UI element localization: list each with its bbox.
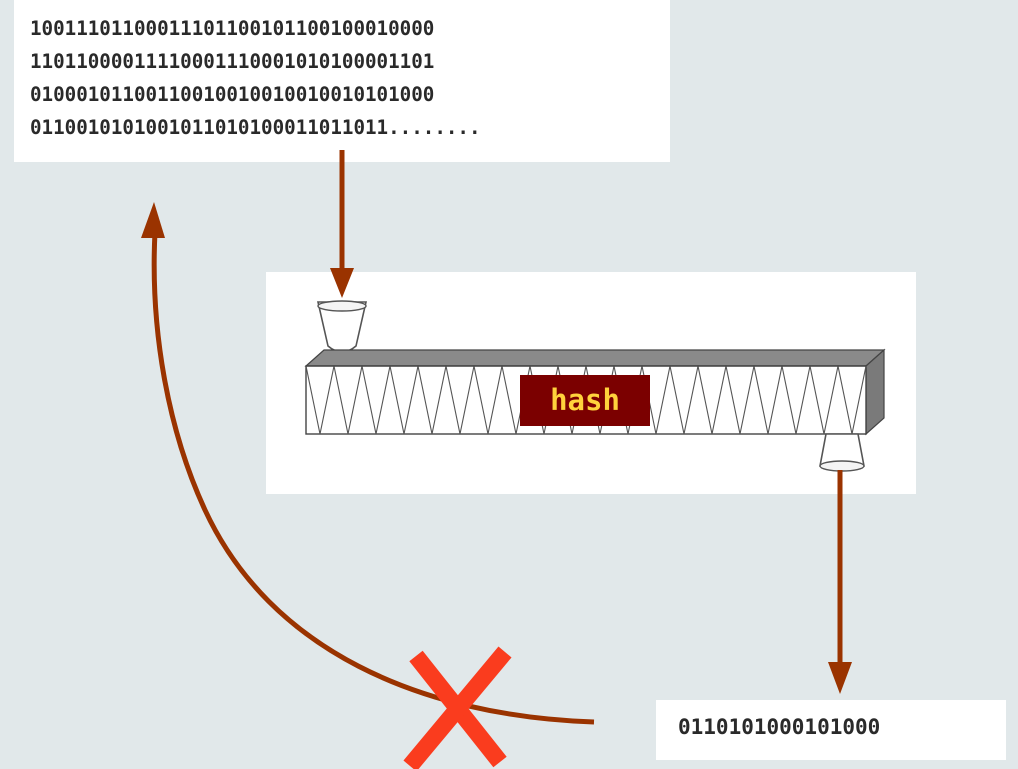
input-bit-line: 10011101100011101100101100100010000: [30, 17, 435, 40]
input-bit-line: 0110010101001011010100011011011........: [30, 116, 481, 139]
input-bit-line: 01000101100110010010010010010101000: [30, 83, 435, 106]
output-arrow: [828, 470, 852, 694]
hash-machine-panel: [266, 272, 916, 494]
cross-icon: [403, 646, 512, 769]
input-bit-lines: 10011101100011101100101100100010000 1101…: [30, 12, 481, 144]
output-digest: 0110101000101000: [678, 715, 881, 739]
input-bit-line: 11011000011110001110001010100001101: [30, 50, 435, 73]
output-digest-panel: 0110101000101000: [656, 700, 1006, 760]
input-data-panel: 10011101100011101100101100100010000 1101…: [14, 0, 670, 162]
